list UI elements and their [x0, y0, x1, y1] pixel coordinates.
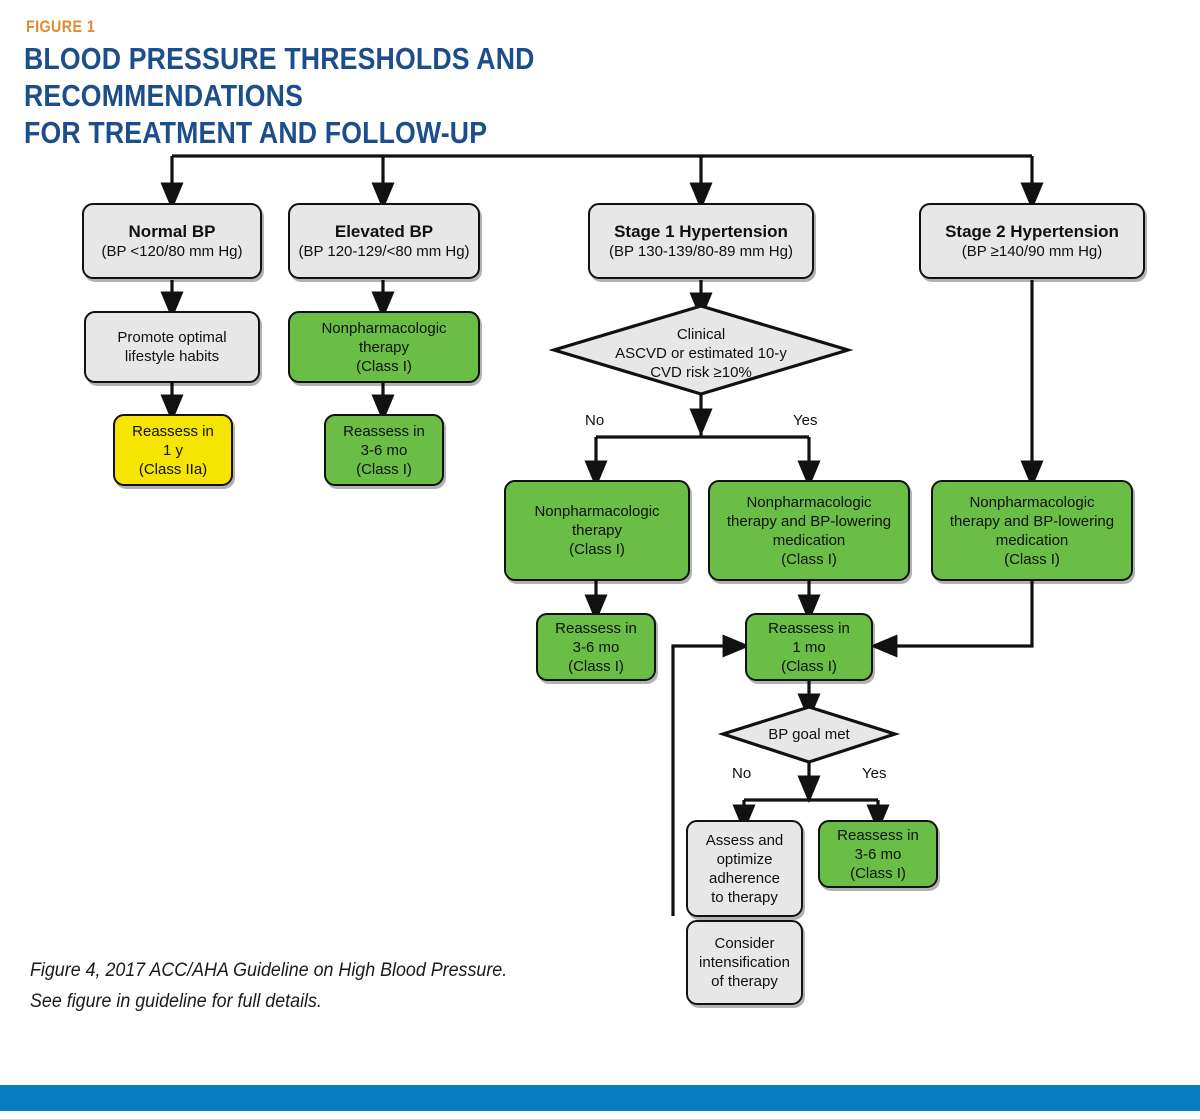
node-normal-bp-header: Normal BP: [128, 222, 216, 241]
node-nonpharm-med-s2-line-4: (Class I): [1004, 550, 1060, 568]
decision-bp-goal-met: [717, 705, 901, 764]
wire-stage2-treatment-to-reassess1mo: [869, 581, 1034, 658]
node-reassess1y-line-2: 1 y: [162, 441, 183, 459]
node-reassess36-no-line-3: (Class I): [568, 657, 624, 675]
branch-label-ascvd-yes: Yes: [793, 412, 818, 429]
node-nonpharm-no-line-3: (Class I): [569, 541, 625, 558]
node-normal-bp-sub: (BP <120/80 mm Hg): [101, 243, 243, 260]
node-stage2-header: Stage 2 Hypertension: [945, 222, 1119, 241]
node-reassess36-goal-line-2: 3-6 mo: [854, 845, 902, 863]
node-nonpharm-no-line-2: therapy: [571, 522, 623, 539]
node-reassess36-goal-line-3: (Class I): [850, 864, 906, 882]
node-nonpharm-elev-line-3: (Class I): [356, 357, 412, 375]
node-reassess36-elev-line-1: Reassess in: [343, 422, 425, 440]
node-nonpharm-elev-line-1: Nonpharmacologic: [321, 319, 447, 337]
node-reassess1y-line-1: Reassess in: [132, 422, 214, 440]
node-reassess1y-line-3: (Class IIa): [138, 460, 208, 478]
node-nonpharm-med-s2-line-3: medication: [995, 531, 1069, 549]
node-assess-line-2: optimize: [716, 850, 773, 868]
node-nonpharm-elev-line-2: therapy: [358, 338, 410, 356]
branch-label-goal-yes: Yes: [862, 765, 887, 782]
node-reassess36-elev-line-2: 3-6 mo: [360, 441, 408, 459]
bottom-accent-bar: [0, 1085, 1200, 1111]
node-promote-lifestyle[interactable]: Promote optimal lifestyle habits: [84, 311, 260, 383]
node-elevated-bp-header: Elevated BP: [334, 222, 434, 241]
node-promote-line-1: Promote optimal: [117, 329, 227, 346]
node-reassess1mo-line-2: 1 mo: [792, 638, 826, 656]
node-nonpharm-no-line-1: Nonpharmacologic: [534, 503, 660, 520]
node-nonpharm-med-yes-line-2: therapy and BP-lowering: [726, 512, 892, 530]
node-consider-line-2: intensification: [699, 954, 790, 971]
page-title-line-1: BLOOD PRESSURE THRESHOLDS AND RECOMMENDA…: [24, 41, 535, 113]
node-nonpharm-med-s2-line-1: Nonpharmacologic: [969, 493, 1095, 511]
figure-caption-line-2: See figure in guideline for full details…: [30, 991, 322, 1012]
node-nonpharm-med-yes-line-1: Nonpharmacologic: [746, 493, 872, 511]
node-stage2-sub: (BP ≥140/90 mm Hg): [961, 243, 1103, 260]
node-reassess36-no-line-2: 3-6 mo: [572, 638, 620, 656]
node-nonpharmacologic-therapy-no-risk[interactable]: Nonpharmacologic therapy (Class I): [504, 480, 690, 581]
node-reassess36-elev-line-3: (Class I): [356, 460, 412, 478]
node-assess-line-3: adherence: [709, 869, 780, 887]
figure-caption: Figure 4, 2017 ACC/AHA Guideline on High…: [30, 955, 613, 1017]
node-reassess-3-6-mo-goal-met[interactable]: Reassess in 3-6 mo (Class I): [818, 820, 938, 888]
node-reassess-3-6-mo-elevated[interactable]: Reassess in 3-6 mo (Class I): [324, 414, 444, 486]
node-nonpharm-med-s2-line-2: therapy and BP-lowering: [949, 512, 1115, 530]
node-reassess1mo-line-3: (Class I): [781, 657, 837, 675]
page-title-line-2: FOR TREATMENT AND FOLLOW-UP: [24, 115, 488, 150]
node-promote-line-2: lifestyle habits: [124, 348, 220, 365]
node-assess-optimize-adherence[interactable]: Assess and optimize adherence to therapy: [686, 820, 803, 917]
node-nonpharm-and-medication-stage2[interactable]: Nonpharmacologic therapy and BP-lowering…: [931, 480, 1133, 581]
node-stage1-header: Stage 1 Hypertension: [614, 222, 788, 241]
node-elevated-bp-sub: (BP 120-129/<80 mm Hg): [298, 243, 470, 260]
node-reassess-1-mo[interactable]: Reassess in 1 mo (Class I): [745, 613, 873, 681]
page-title: BLOOD PRESSURE THRESHOLDS AND RECOMMENDA…: [24, 40, 746, 151]
node-consider-line-3: of therapy: [711, 973, 778, 990]
wire-feedback-loop: [671, 634, 751, 916]
decision-ascvd-risk: [548, 304, 854, 396]
node-nonpharmacologic-therapy-elevated[interactable]: Nonpharmacologic therapy (Class I): [288, 311, 480, 383]
node-nonpharm-and-medication-yes-risk[interactable]: Nonpharmacologic therapy and BP-lowering…: [708, 480, 910, 581]
node-reassess1mo-line-1: Reassess in: [768, 619, 850, 637]
node-reassess36-no-line-1: Reassess in: [555, 619, 637, 637]
node-assess-line-4: to therapy: [711, 888, 778, 906]
node-elevated-bp[interactable]: Elevated BP (BP 120-129/<80 mm Hg): [288, 203, 480, 279]
branch-label-goal-no: No: [732, 765, 752, 782]
node-reassess-3-6-mo-no-risk[interactable]: Reassess in 3-6 mo (Class I): [536, 613, 656, 681]
node-assess-line-1: Assess and: [705, 831, 784, 849]
node-consider-line-1: Consider: [714, 935, 775, 952]
branch-label-ascvd-no: No: [585, 412, 605, 429]
node-normal-bp[interactable]: Normal BP (BP <120/80 mm Hg): [82, 203, 262, 279]
node-consider-intensification[interactable]: Consider intensification of therapy: [686, 920, 803, 1005]
node-stage-2-hypertension[interactable]: Stage 2 Hypertension (BP ≥140/90 mm Hg): [919, 203, 1145, 279]
flowchart: Clinical ASCVD or estimated 10-y CVD ris…: [82, 154, 1145, 1005]
figure-caption-line-1: Figure 4, 2017 ACC/AHA Guideline on High…: [30, 960, 508, 981]
node-reassess-1-year[interactable]: Reassess in 1 y (Class IIa): [113, 414, 233, 486]
node-stage1-sub: (BP 130-139/80-89 mm Hg): [609, 243, 793, 260]
node-nonpharm-med-yes-line-4: (Class I): [781, 550, 837, 568]
node-reassess36-goal-line-1: Reassess in: [837, 826, 919, 844]
flow-connectors: [160, 154, 1044, 916]
node-nonpharm-med-yes-line-3: medication: [772, 531, 846, 549]
node-stage-1-hypertension[interactable]: Stage 1 Hypertension (BP 130-139/80-89 m…: [588, 203, 814, 279]
figure-number-label: FIGURE 1: [26, 17, 96, 36]
